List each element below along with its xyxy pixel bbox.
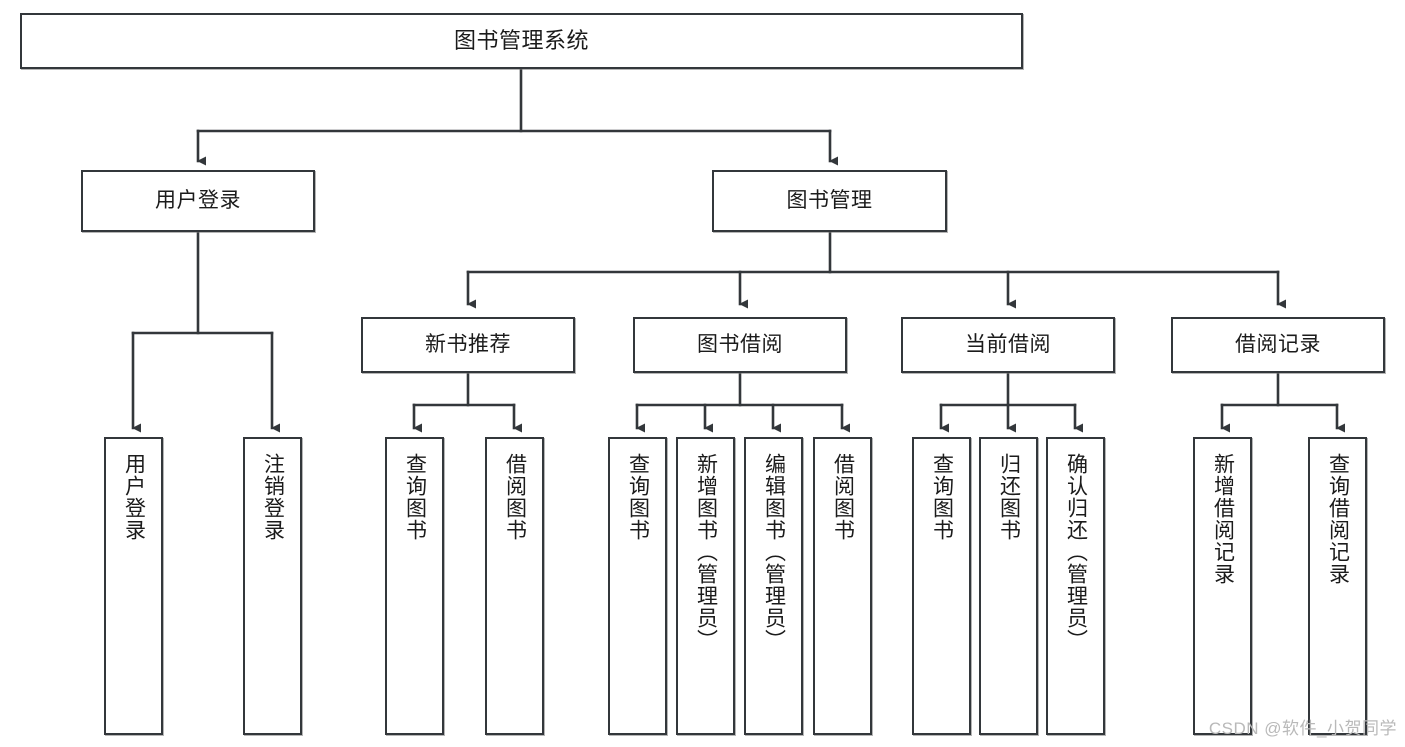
node-leaf-query-books-recommend[interactable]: 查询图书 <box>385 437 444 735</box>
node-label: 确认归还（管理员） <box>1064 453 1088 651</box>
node-leaf-return-books[interactable]: 归还图书 <box>979 437 1038 735</box>
node-leaf-borrow-books[interactable]: 借阅图书 <box>813 437 872 735</box>
node-book-management[interactable]: 图书管理 <box>712 170 947 232</box>
node-label: 图书借阅 <box>697 333 783 357</box>
node-leaf-add-book-admin[interactable]: 新增图书（管理员） <box>676 437 735 735</box>
node-leaf-logout[interactable]: 注销登录 <box>243 437 302 735</box>
node-new-book-recommendation[interactable]: 新书推荐 <box>361 317 575 373</box>
node-label: 当前借阅 <box>965 333 1051 357</box>
node-root-system[interactable]: 图书管理系统 <box>20 13 1023 69</box>
node-leaf-borrow-books-recommend[interactable]: 借阅图书 <box>485 437 544 735</box>
node-leaf-add-borrow-record[interactable]: 新增借阅记录 <box>1193 437 1252 735</box>
node-borrow-records[interactable]: 借阅记录 <box>1171 317 1385 373</box>
node-label: 新增图书（管理员） <box>694 453 718 651</box>
node-label: 新增借阅记录 <box>1211 453 1235 585</box>
node-label: 查询图书 <box>930 453 954 541</box>
node-book-borrowing[interactable]: 图书借阅 <box>633 317 847 373</box>
node-label: 查询借阅记录 <box>1326 453 1350 585</box>
node-leaf-user-login[interactable]: 用户登录 <box>104 437 163 735</box>
node-label: 查询图书 <box>403 453 427 541</box>
node-label: 借阅记录 <box>1235 333 1321 357</box>
node-label: 编辑图书（管理员） <box>762 453 786 651</box>
node-user-login[interactable]: 用户登录 <box>81 170 315 232</box>
node-label: 注销登录 <box>261 453 285 541</box>
node-label: 借阅图书 <box>831 453 855 541</box>
node-label: 用户登录 <box>155 189 241 213</box>
node-label: 图书管理系统 <box>453 27 589 53</box>
node-leaf-edit-book-admin[interactable]: 编辑图书（管理员） <box>744 437 803 735</box>
node-leaf-query-books-borrow[interactable]: 查询图书 <box>608 437 667 735</box>
node-leaf-query-borrow-record[interactable]: 查询借阅记录 <box>1308 437 1367 735</box>
node-label: 查询图书 <box>626 453 650 541</box>
node-label: 借阅图书 <box>503 453 527 541</box>
node-label: 新书推荐 <box>425 333 511 357</box>
watermark-text: CSDN @软件_小贺同学 <box>1208 719 1397 738</box>
node-label: 用户登录 <box>122 453 146 541</box>
node-label: 图书管理 <box>786 189 873 213</box>
node-leaf-query-books-current[interactable]: 查询图书 <box>912 437 971 735</box>
node-label: 归还图书 <box>997 453 1021 541</box>
node-current-borrowing[interactable]: 当前借阅 <box>901 317 1115 373</box>
node-leaf-confirm-return-admin[interactable]: 确认归还（管理员） <box>1046 437 1105 735</box>
